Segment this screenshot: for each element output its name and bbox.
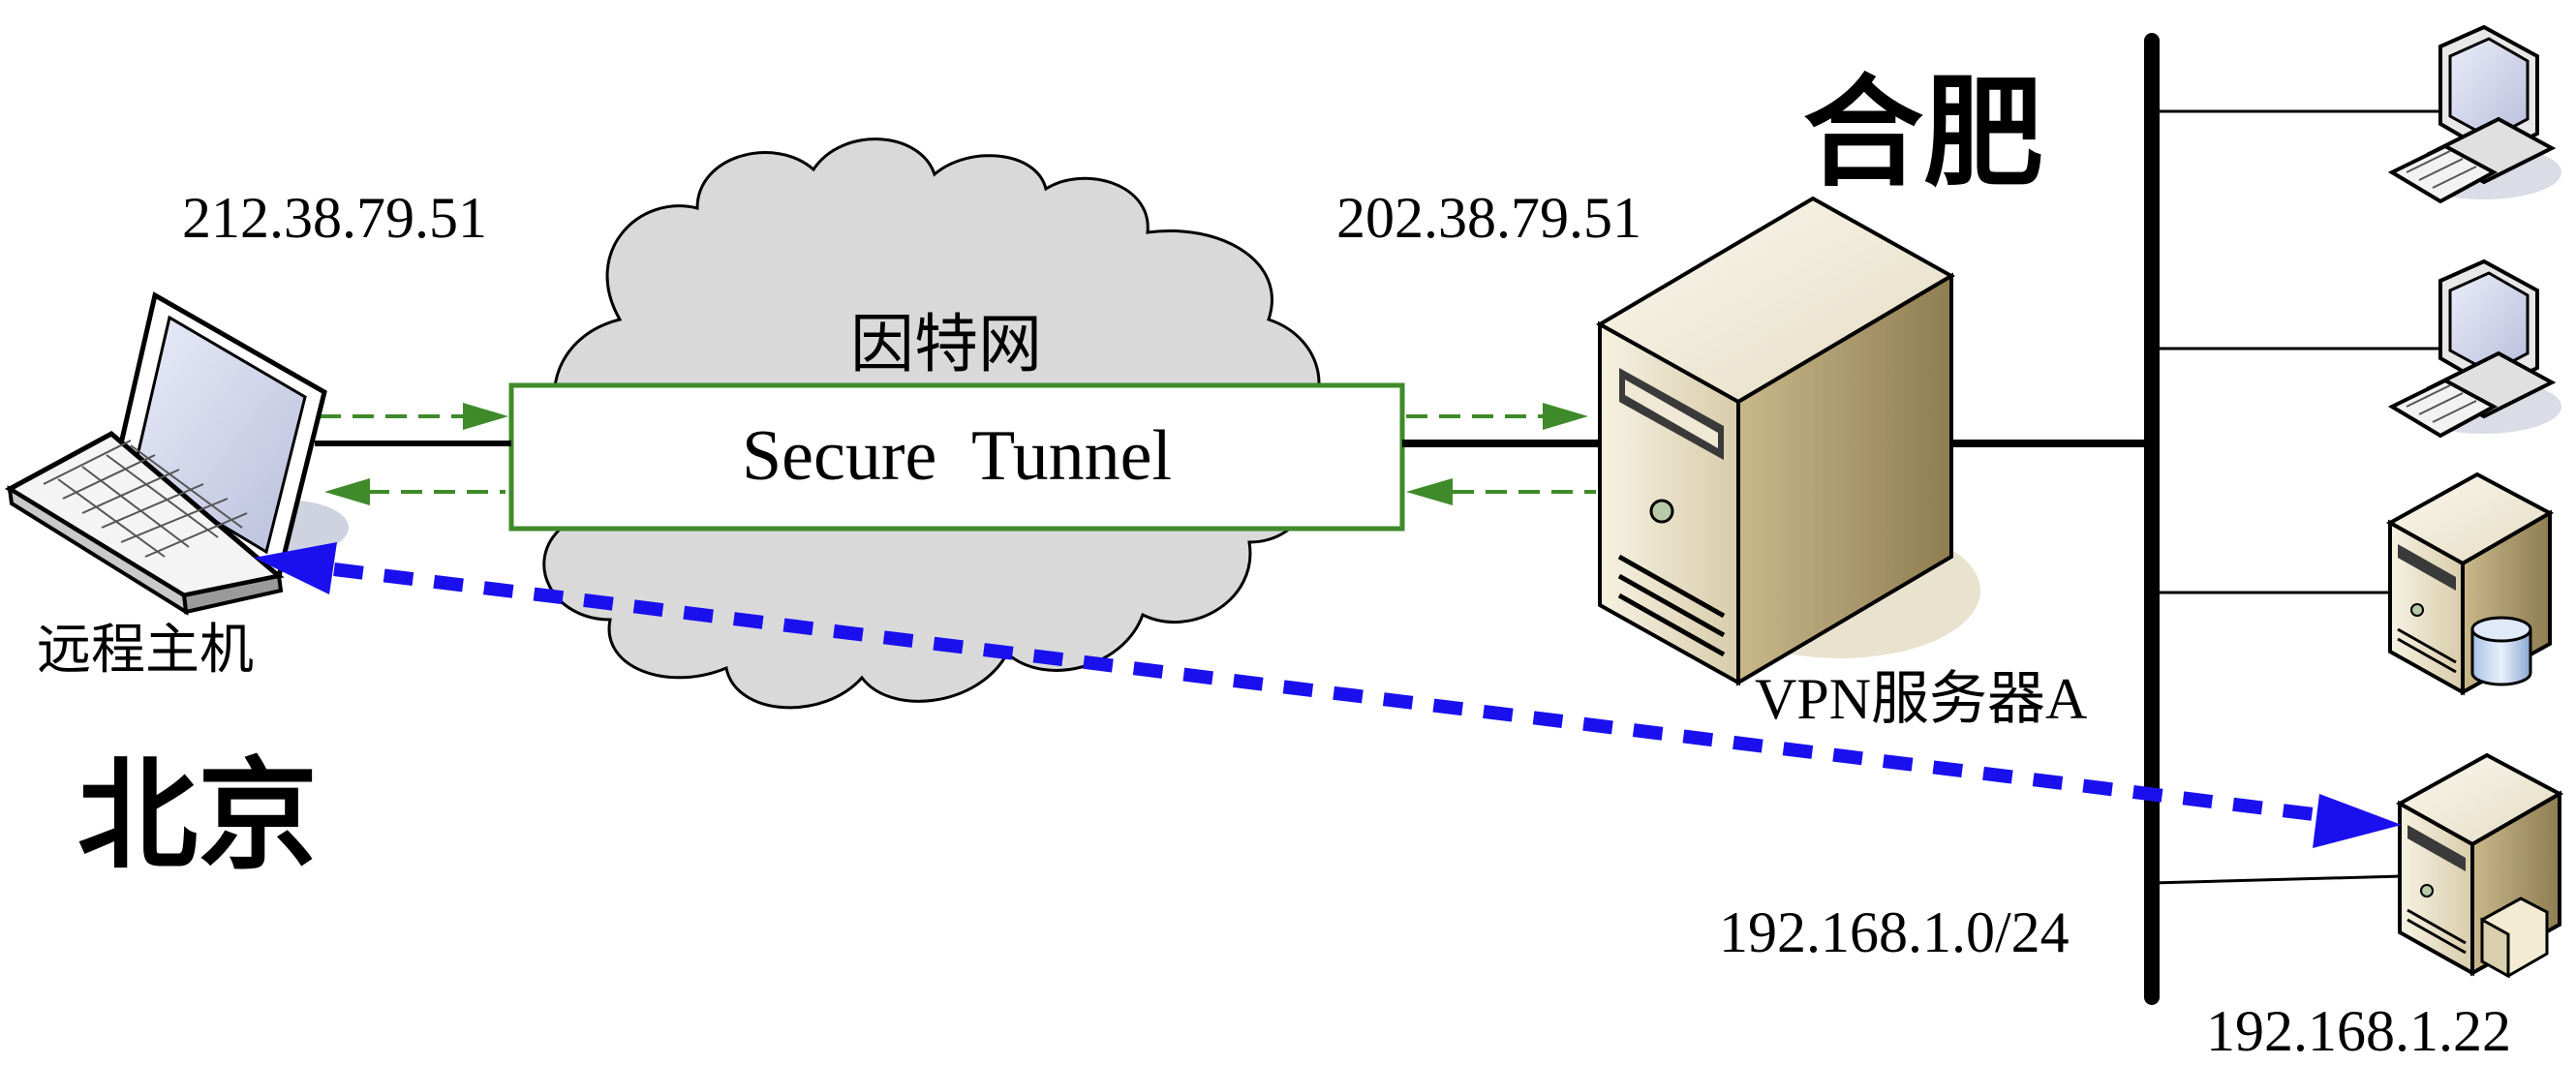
remote-ip-label: 212.38.79.51 [182, 186, 487, 250]
remote-host-label: 远程主机 [37, 619, 254, 682]
target-ip-label: 192.168.1.22 [2206, 999, 2511, 1063]
right-outgoing-arrow [1406, 403, 1588, 430]
file-server-icon [2395, 752, 2564, 979]
beijing-label: 北京 [77, 746, 318, 886]
laptop-icon [4, 291, 349, 616]
internet-label: 因特网 [850, 307, 1042, 381]
server-icon [1595, 196, 1980, 686]
end-to-end-arrow [254, 542, 2402, 848]
bus-branch-4 [2151, 874, 2403, 885]
secure-tunnel-box [508, 382, 1405, 532]
left-outgoing-arrow [320, 403, 508, 430]
desktop-computer-icon [2387, 24, 2561, 204]
vpn-server-label: VPN服务器A [1755, 667, 2087, 731]
subnet-label: 192.168.1.0/24 [1719, 900, 2070, 964]
server-ip-label: 202.38.79.51 [1336, 186, 1641, 250]
right-incoming-arrow [1406, 478, 1596, 505]
left-incoming-arrow [324, 478, 506, 505]
database-server-icon [2385, 472, 2555, 696]
desktop-computer-icon [2387, 259, 2561, 439]
tunnel-label: Secure Tunnel [742, 416, 1172, 496]
hefei-label: 合肥 [1803, 64, 2043, 203]
